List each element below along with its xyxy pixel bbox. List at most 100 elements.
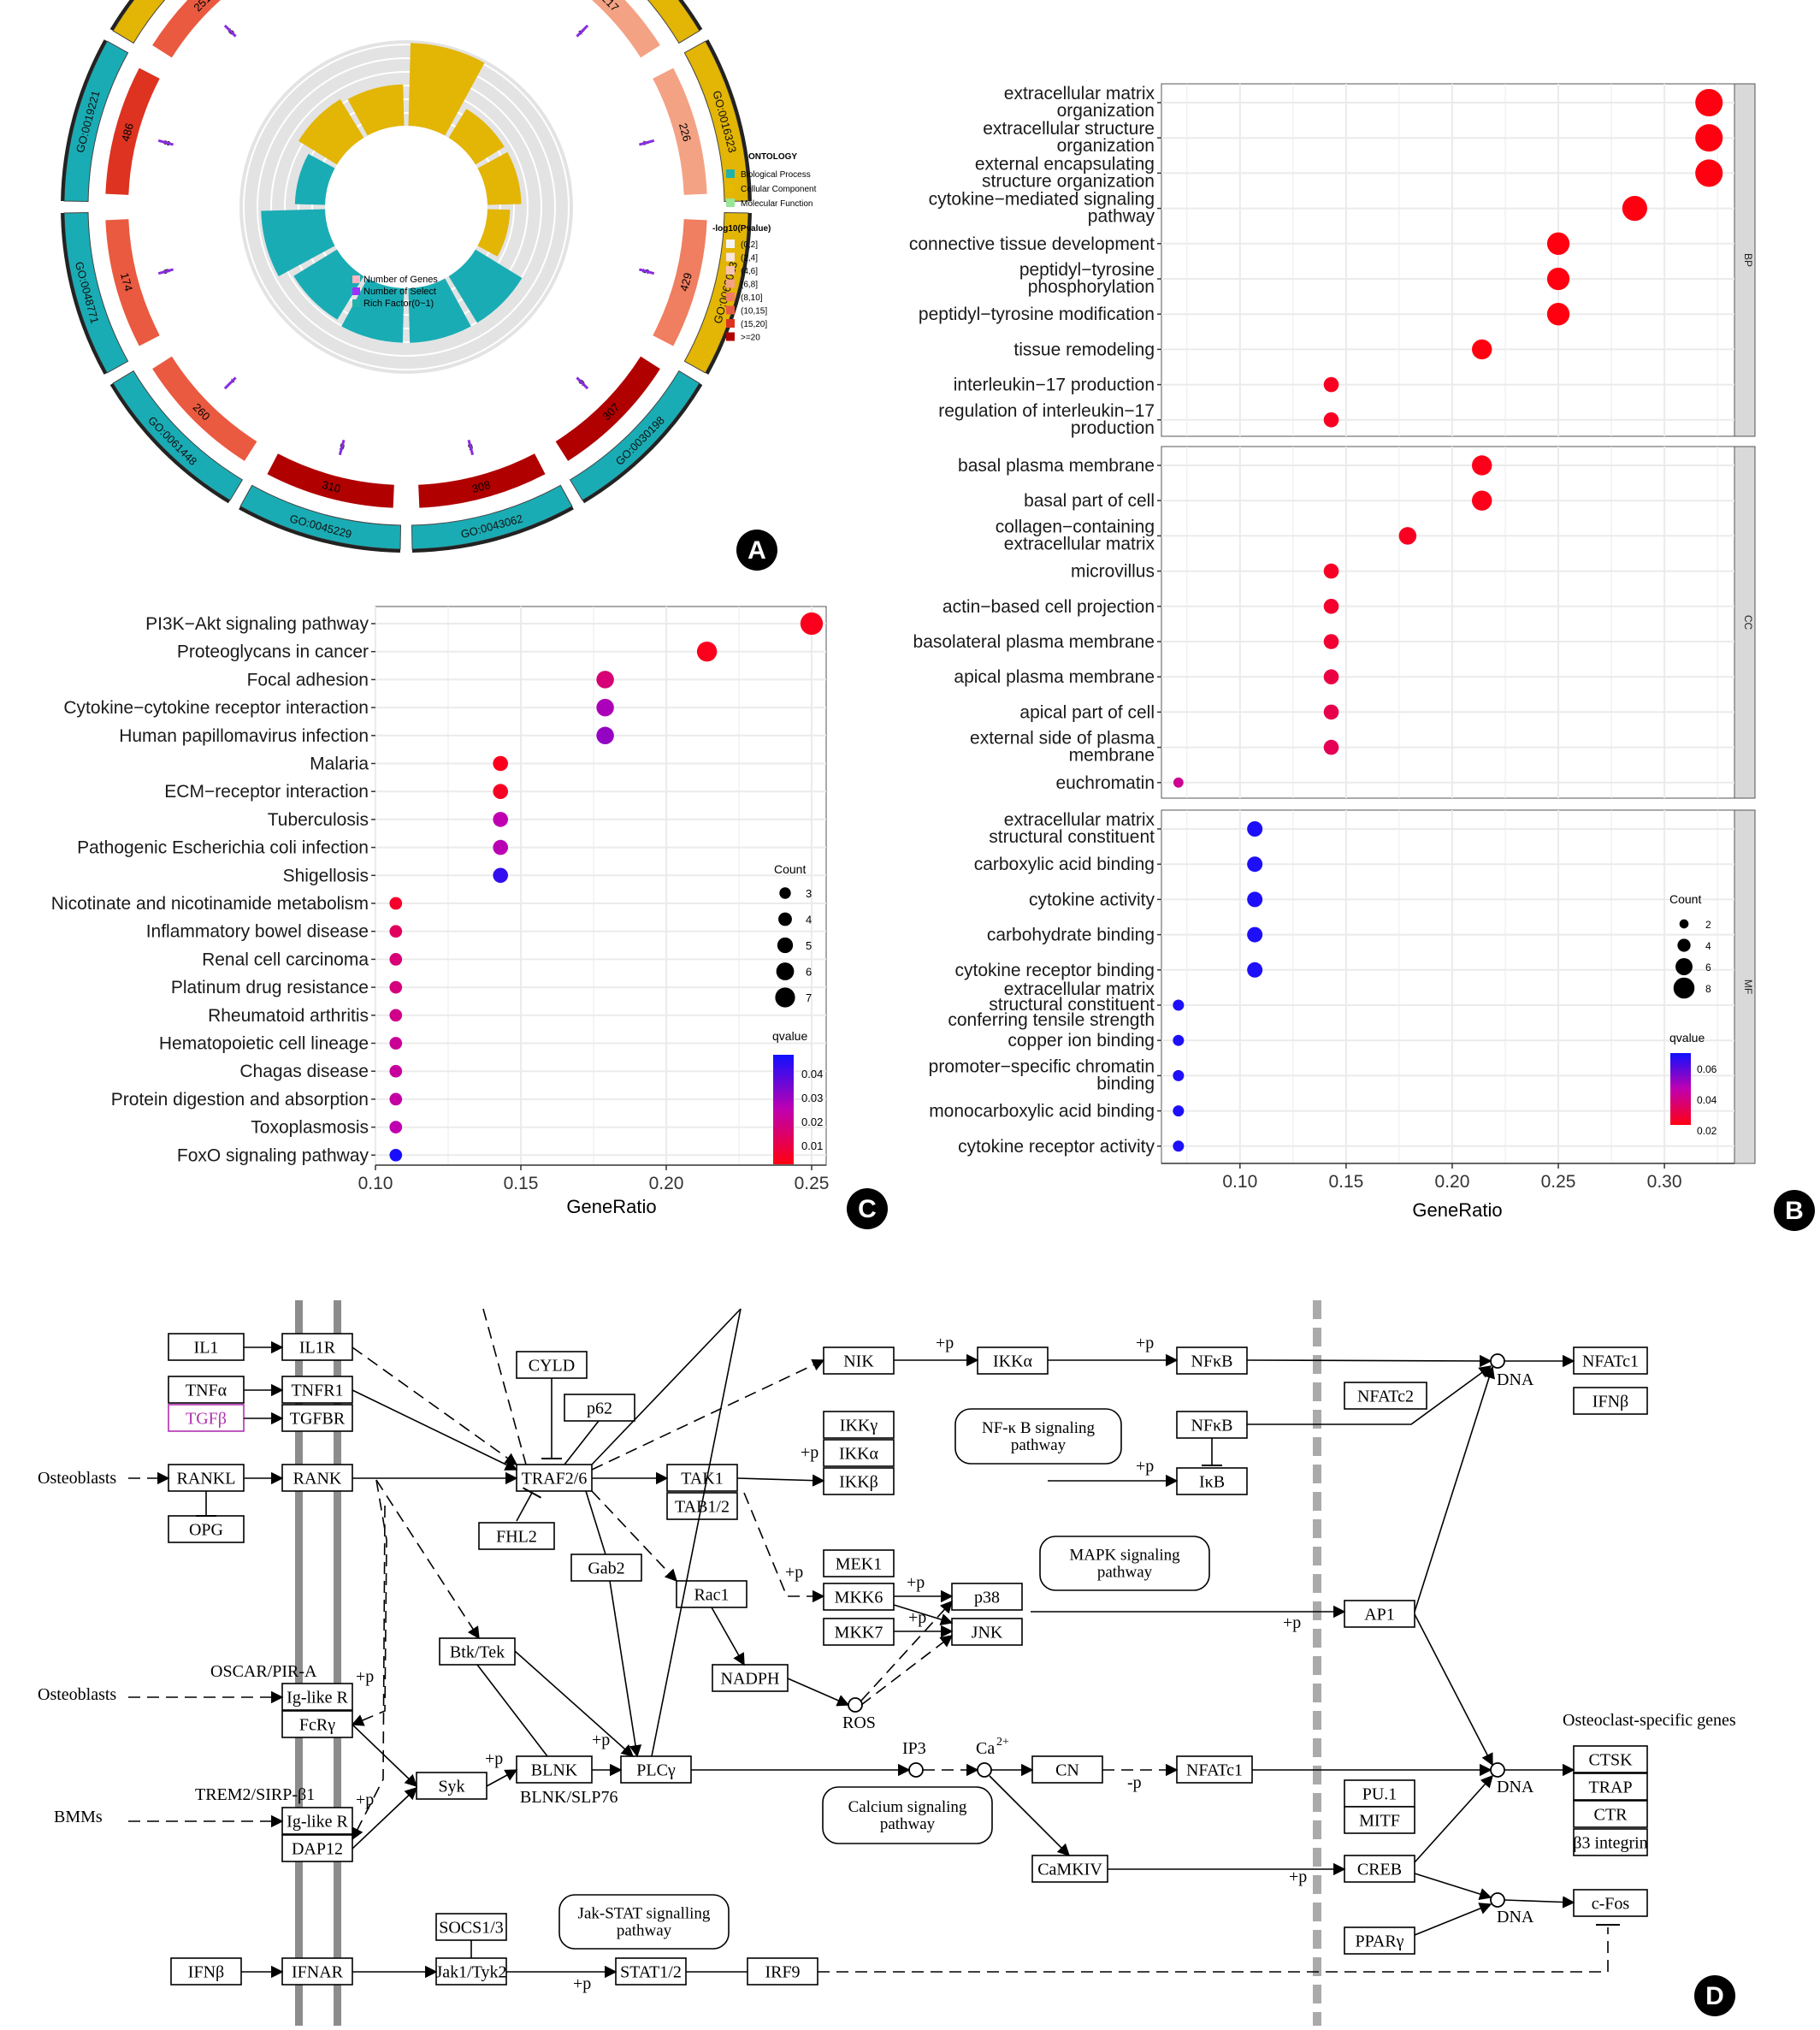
data-point <box>1323 376 1339 393</box>
count-legend-dot <box>1673 977 1695 999</box>
label-oscar: OSCAR/PIR-A <box>210 1662 317 1681</box>
pathway-calcium-box <box>822 1786 993 1844</box>
gene-label-MITF: MITF <box>1359 1812 1400 1831</box>
y-tick-label: regulation of interleukin−17 <box>938 401 1155 421</box>
rich-factor-bar <box>347 84 405 136</box>
node-dna-2 <box>1490 1762 1505 1778</box>
qvalue-legend-label: 0.01 <box>801 1139 823 1152</box>
y-tick-label: Malaria <box>310 755 369 774</box>
edge-fcry-syk <box>352 1724 418 1787</box>
y-tick-label: peptidyl−tyrosine modification <box>919 305 1155 324</box>
y-tick-label: Inflammatory bowel disease <box>146 922 369 942</box>
gene-label-PLCy: PLCγ <box>636 1761 676 1780</box>
facet-strip-label: MF <box>1742 979 1754 994</box>
data-point <box>389 1148 403 1162</box>
gene-label-NFkB1: NFκB <box>1191 1352 1233 1371</box>
gene-box-OPG <box>168 1515 245 1543</box>
gene-count-label: 174 <box>118 271 135 293</box>
y-tick-label: Proteoglycans in cancer <box>177 642 369 662</box>
pathway-jakstat-label: pathway <box>617 1922 672 1940</box>
edge-rac1-nadph <box>711 1607 745 1666</box>
gene-label-IgR2: Ig-like R <box>287 1813 348 1832</box>
qvalue-legend-title: qvalue <box>1669 1031 1705 1045</box>
data-point <box>389 1009 403 1022</box>
count-legend-label: 5 <box>806 939 812 952</box>
gene-label-MKK7: MKK7 <box>835 1624 883 1642</box>
y-tick-label: Tuberculosis <box>268 810 369 830</box>
y-tick-label: Pathogenic Escherichia coli infection <box>77 838 369 858</box>
membrane-right <box>334 1300 341 2026</box>
data-point <box>1247 856 1263 873</box>
y-tick-label: conferring tensile strength <box>948 1010 1155 1030</box>
legend-inner-label: Number of Select <box>363 287 436 297</box>
gene-count-label: 226 <box>677 121 694 143</box>
data-point <box>1472 490 1492 511</box>
gene-count-label: 310 <box>321 478 342 495</box>
panel-c-badge: C <box>858 1195 877 1223</box>
gene-box-PPARy <box>1344 1926 1415 1955</box>
y-tick-label: copper ion binding <box>1008 1031 1155 1051</box>
y-tick-label: basal plasma membrane <box>958 456 1155 476</box>
y-tick-label: extracellular structure <box>983 119 1155 139</box>
tick-ring <box>109 0 134 31</box>
gene-label-b3: β3 integrin <box>1573 1834 1647 1853</box>
gene-label-JNK: JNK <box>972 1624 1003 1642</box>
gene-label-IKKa2: IKKα <box>839 1445 879 1464</box>
data-point <box>1323 739 1339 755</box>
data-point <box>1695 124 1723 152</box>
qvalue-legend-label: 0.04 <box>801 1068 823 1080</box>
y-tick-label: PI3K−Akt signaling pathway <box>145 614 369 634</box>
count-legend-label: 3 <box>806 887 812 900</box>
gene-label-TRAF26: TRAF2/6 <box>522 1470 588 1488</box>
node-dna-3 <box>1490 1892 1505 1908</box>
ring-grid <box>298 98 515 316</box>
data-point <box>389 980 403 994</box>
qvalue-legend-title: qvalue <box>772 1029 807 1043</box>
tick-ring <box>678 0 703 31</box>
gene-label-JakTyk: Jak1/Tyk2 <box>435 1963 506 1982</box>
legend-pvalue-label: (0,2] <box>741 240 758 250</box>
legend-pvalue-swatch <box>726 266 735 275</box>
gene-label-IFNb1: IFNβ <box>1592 1393 1628 1412</box>
gene-label-cFos: c-Fos <box>1592 1895 1630 1914</box>
edge-syk-blnk <box>486 1769 518 1787</box>
gene-box-MITF <box>1344 1806 1415 1834</box>
gene-count-bar <box>653 68 707 195</box>
edge-creb-dna3 <box>1414 1873 1492 1900</box>
count-legend-label: 7 <box>806 991 812 1004</box>
count-legend-dot <box>778 912 792 926</box>
edge-dna-cfos <box>1504 1896 1575 1909</box>
gene-box-MEK1 <box>823 1549 895 1577</box>
gene-label-CREB: CREB <box>1357 1861 1402 1879</box>
gene-box-NFkB2 <box>1176 1411 1248 1439</box>
legend-pvalue-swatch <box>726 332 735 341</box>
rich-factor-bar <box>298 98 364 165</box>
select-marker <box>639 139 655 146</box>
y-tick-label: monocarboxylic acid binding <box>929 1102 1155 1122</box>
label-plus-p: +p <box>592 1731 610 1749</box>
data-point <box>1173 1034 1185 1046</box>
rich-factor-bar <box>293 249 364 320</box>
facet-panel <box>1161 446 1735 799</box>
data-point <box>389 897 403 910</box>
gene-label-IFNb2: IFNβ <box>188 1963 224 1982</box>
y-tick-label: extracellular matrix <box>1004 810 1155 830</box>
data-point <box>493 784 508 799</box>
legend-ontology-swatch <box>726 184 735 192</box>
x-axis-title: GeneRatio <box>1412 1199 1502 1221</box>
gene-label-TGFBR: TGFBR <box>290 1410 346 1429</box>
gene-box-p62 <box>564 1394 635 1422</box>
pathway-nfkb-label: pathway <box>1011 1436 1067 1454</box>
rich-factor-bar <box>261 209 335 277</box>
data-point <box>493 839 508 855</box>
edge-irf9-cfos <box>818 1927 1609 1973</box>
gene-box-CYLD <box>516 1351 588 1379</box>
gene-box-NFATc1b <box>1176 1755 1253 1784</box>
qvalue-legend-label: 0.03 <box>801 1092 823 1104</box>
edge-top-line <box>591 1308 742 1465</box>
legend-inner-swatch <box>352 287 360 295</box>
legend-pvalue-swatch <box>726 252 735 262</box>
rich-factor-bar <box>448 109 505 165</box>
y-tick-label: carbohydrate binding <box>987 926 1155 945</box>
gene-label-IKKg: IKKγ <box>840 1417 878 1435</box>
